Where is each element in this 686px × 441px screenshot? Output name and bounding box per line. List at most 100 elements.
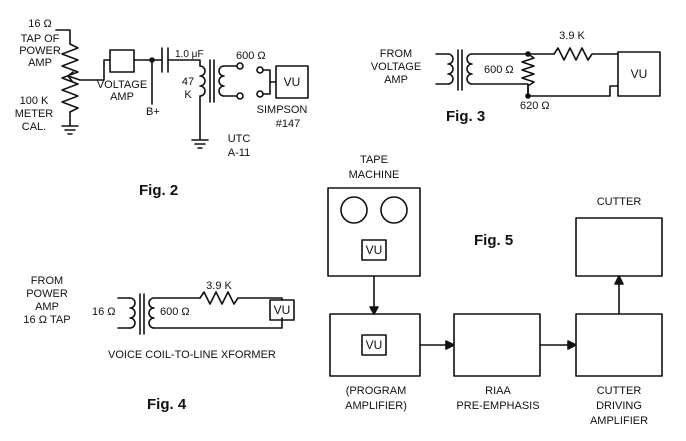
fig3-circuit <box>435 47 661 99</box>
fig2-tap-of-label: TAP OF <box>20 33 60 45</box>
fig5-machine-label: MACHINE <box>348 169 400 181</box>
fig2-amp-label: AMP <box>28 57 52 69</box>
fig3-amp-label: AMP <box>384 74 408 86</box>
fig5-amplifier-label: AMPLIFIER) <box>345 400 407 412</box>
fig2-terminal-4 <box>256 90 264 98</box>
fig5-cutter-box <box>575 217 663 277</box>
fig2-secondary-leads <box>223 65 237 97</box>
fig3-return-wire <box>527 85 619 97</box>
fig2-vu-label: VU <box>283 75 301 89</box>
fig5-driving-amplifier-label: AMPLIFIER <box>589 415 649 427</box>
fig3-secondary-ohm-label: 600 Ω <box>484 64 514 76</box>
fig5-driving-amp-box <box>575 313 663 377</box>
fig2-utc-model-label: A-11 <box>227 147 251 159</box>
fig2-voltage-label: VOLTAGE <box>96 79 148 91</box>
fig3-shunt-res-label: 620 Ω <box>520 100 550 112</box>
fig2-wiper-arrow <box>67 71 81 82</box>
fig2-wire-cap-out <box>167 59 201 67</box>
fig4-series-res-label: 3.9 K <box>206 280 232 292</box>
fig2-capacitor <box>161 47 169 73</box>
fig3-from-label: FROM <box>379 48 413 60</box>
fig5-driving-label: DRIVING <box>596 400 642 412</box>
fig5-riaa-box <box>453 313 541 377</box>
fig3-vu-label: VU <box>630 67 648 81</box>
fig2-primary-ground <box>191 95 209 149</box>
fig2-resistor-value: 47 <box>181 76 195 88</box>
fig3-shunt-resistor <box>521 53 535 97</box>
fig2-terminal-3 <box>256 66 264 74</box>
fig5-preemphasis-label: PRE-EMPHASIS <box>456 400 540 412</box>
fig2-terminal-1 <box>236 62 244 70</box>
fig2-jumper <box>262 69 271 95</box>
fig5-cutter-driving-label: CUTTER <box>596 385 642 397</box>
fig4-secondary-wires <box>153 297 283 329</box>
fig2-caption: Fig. 2 <box>139 182 179 199</box>
fig2-terminal-2 <box>236 92 244 100</box>
fig5-tape-machine-box <box>327 187 421 277</box>
fig5-reel-left <box>340 196 368 224</box>
fig2-vu-box <box>275 65 309 99</box>
fig5-tape-vu-label: VU <box>365 243 383 257</box>
fig2-simpson-label: SIMPSON <box>256 104 308 116</box>
fig2-capacitor-label: 1.0 μF <box>175 49 204 60</box>
fig5-reel-right <box>380 196 408 224</box>
fig4-primary-coil <box>129 297 136 329</box>
fig5-block-diagram <box>327 187 663 377</box>
fig3-series-res-label: 3.9 K <box>559 30 585 42</box>
fig2-voltage-amp-box <box>109 49 135 73</box>
fig3-node-top <box>525 51 531 57</box>
fig2-utc-label: UTC <box>227 133 251 145</box>
fig4-vu-label: VU <box>273 303 291 317</box>
fig2-top-wire <box>55 29 71 45</box>
fig2-circuit <box>55 29 309 149</box>
fig4-core <box>139 293 145 335</box>
fig3-series-resistor <box>553 47 619 61</box>
fig4-series-resistor <box>199 291 283 305</box>
fig4-secondary-ohm-label: 600 Ω <box>160 306 190 318</box>
fig2-model-label: #147 <box>275 118 301 130</box>
fig4-tap-label: 16 Ω TAP <box>23 314 71 326</box>
fig5-arrowhead-2 <box>445 340 455 350</box>
fig4-secondary-coil <box>148 297 155 329</box>
fig2-wire-to-amp <box>79 59 111 81</box>
fig5-tape-vu-box <box>361 239 387 261</box>
fig4-primary-leads <box>117 297 131 329</box>
fig2-resistor-unit: K <box>184 89 192 101</box>
fig2-node-dot <box>149 57 155 63</box>
fig2-tap-ohm-label: 16 Ω <box>28 18 52 30</box>
fig5-program-label: (PROGRAM <box>345 385 407 397</box>
fig5-cutter-label: CUTTER <box>596 196 642 208</box>
fig4-xformer-label: VOICE COIL-TO-LINE XFORMER <box>108 349 276 361</box>
fig5-tape-label: TAPE <box>360 154 388 166</box>
fig3-primary-coil <box>447 53 454 85</box>
fig2-meter-cal-resistor <box>61 43 79 113</box>
fig3-secondary-coil <box>466 53 473 85</box>
fig5-caption: Fig. 5 <box>474 232 514 249</box>
fig2-transformer-core <box>209 59 215 103</box>
fig2-secondary-coil <box>218 65 225 97</box>
fig2-cal-label: CAL. <box>21 121 47 133</box>
fig2-voltage-amp-label: AMP <box>110 91 134 103</box>
fig2-meter-value-label: 100 K <box>19 95 49 107</box>
fig4-amp-label: AMP <box>35 301 59 313</box>
fig5-riaa-label: RIAA <box>485 385 511 397</box>
fig5-program-vu-label: VU <box>365 338 383 352</box>
fig3-core <box>457 49 463 91</box>
fig2-ground-wire <box>61 111 79 135</box>
fig4-circuit <box>117 291 295 335</box>
fig4-primary-ohm-label: 16 Ω <box>92 306 116 318</box>
fig2-power-label: POWER <box>19 45 61 57</box>
fig3-voltage-label: VOLTAGE <box>370 61 422 73</box>
fig4-from-label: FROM <box>30 275 64 287</box>
fig3-primary-leads <box>435 53 449 85</box>
fig2-primary-coil <box>199 65 206 97</box>
fig2-meter-label: METER <box>14 108 54 120</box>
fig5-arrowhead-1 <box>369 306 379 315</box>
fig2-bplus-label: B+ <box>146 106 160 118</box>
fig3-vu-box <box>617 51 661 97</box>
fig4-caption: Fig. 4 <box>147 396 187 413</box>
fig4-power-label: POWER <box>26 288 68 300</box>
fig5-arrowhead-3 <box>567 340 577 350</box>
